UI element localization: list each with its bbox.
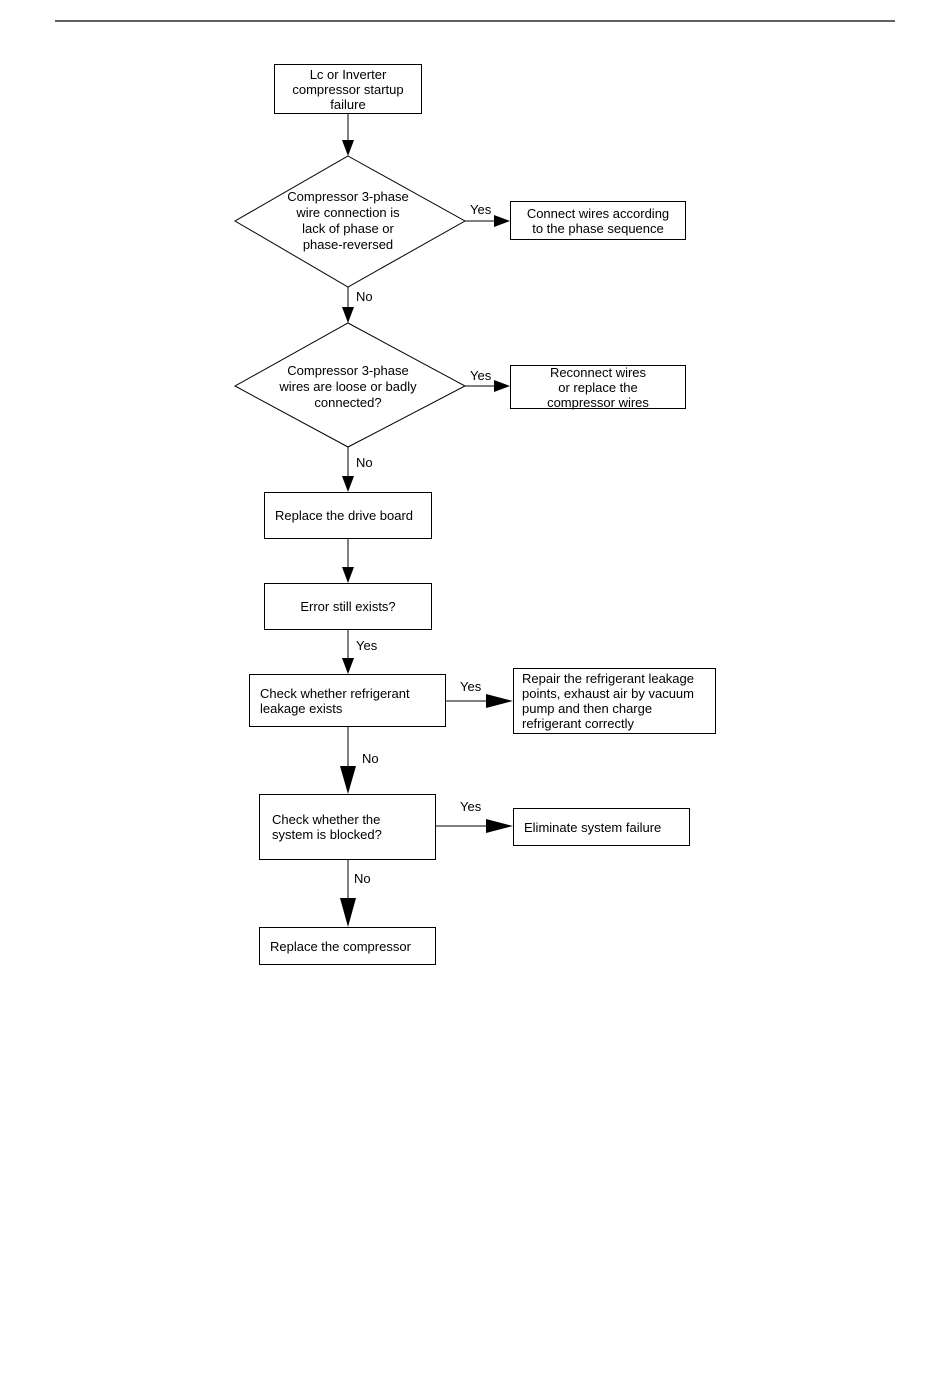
label-no-5: No <box>354 871 371 886</box>
replace-compressor-text: Replace the compressor <box>270 938 411 954</box>
label-yes-5: Yes <box>460 799 482 814</box>
arrowhead <box>494 380 510 392</box>
start-box: Lc or Inverter compressor startup failur… <box>274 64 422 114</box>
decision-1-text: Compressor 3-phase wire connection is la… <box>265 186 431 256</box>
arrowhead <box>340 766 356 794</box>
arrowhead <box>340 898 356 927</box>
action-reconnect-wires-text: Reconnect wires or replace the compresso… <box>547 364 649 410</box>
action-connect-wires-text: Connect wires according to the phase seq… <box>526 205 670 236</box>
repair-leakage-box: Repair the refrigerant leakage points, e… <box>513 668 716 734</box>
eliminate-failure-text: Eliminate system failure <box>524 819 662 835</box>
arrowhead <box>486 819 513 833</box>
check-leakage-box: Check whether refrigerant leakage exists <box>249 674 446 727</box>
arrowhead <box>342 140 354 156</box>
check-leakage-text: Check whether refrigerant leakage exists <box>260 685 410 716</box>
arrowhead <box>342 658 354 674</box>
label-yes-2: Yes <box>470 368 492 383</box>
check-blocked-text: Check whether the system is blocked? <box>272 812 382 842</box>
arrowhead <box>494 215 510 227</box>
error-still-exists-text: Error still exists? <box>300 599 396 614</box>
replace-drive-board-box: Replace the drive board <box>264 492 432 539</box>
repair-leakage-text: Repair the refrigerant leakage points, e… <box>522 671 694 731</box>
replace-drive-board-text: Replace the drive board <box>275 508 414 523</box>
arrowhead <box>486 694 513 708</box>
eliminate-failure-box: Eliminate system failure <box>513 808 690 846</box>
arrowhead <box>342 567 354 583</box>
label-yes-4: Yes <box>460 679 482 694</box>
check-blocked-box: Check whether the system is blocked? <box>259 794 436 860</box>
replace-compressor-box: Replace the compressor <box>259 927 436 965</box>
label-yes-1: Yes <box>470 202 492 217</box>
arrowhead <box>342 307 354 323</box>
label-no-1: No <box>356 289 373 304</box>
label-yes-3: Yes <box>356 638 378 653</box>
arrowhead <box>342 476 354 492</box>
label-no-2: No <box>356 455 373 470</box>
action-reconnect-wires-box: Reconnect wires or replace the compresso… <box>510 364 686 410</box>
decision-2-label: Compressor 3-phase wires are loose or ba… <box>279 363 417 410</box>
action-connect-wires-box: Connect wires according to the phase seq… <box>510 201 686 240</box>
start-text: Lc or Inverter compressor startup failur… <box>292 66 404 112</box>
decision-1-label: Compressor 3-phase wire connection is la… <box>287 189 409 252</box>
label-no-4: No <box>362 751 379 766</box>
error-still-exists-box: Error still exists? <box>264 583 432 630</box>
decision-2-text: Compressor 3-phase wires are loose or ba… <box>262 360 434 414</box>
